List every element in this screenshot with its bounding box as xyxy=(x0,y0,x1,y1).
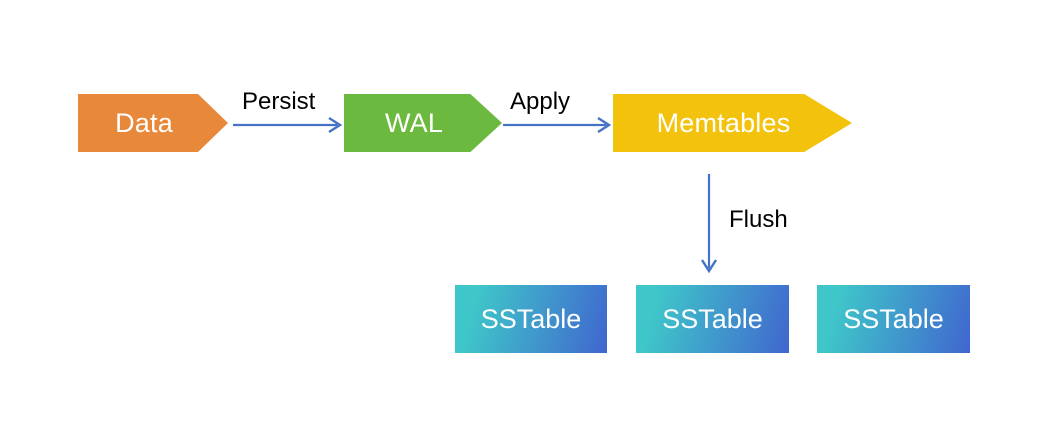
edge-flush xyxy=(700,174,718,274)
node-wal[interactable]: WAL xyxy=(344,94,502,152)
node-memtables-label: Memtables xyxy=(656,107,791,138)
edge-persist xyxy=(233,116,343,134)
node-sstable-1[interactable]: SSTable xyxy=(455,285,607,353)
node-sstable-1-label: SSTable xyxy=(480,303,582,334)
node-sstable-2-label: SSTable xyxy=(662,303,763,334)
node-wal-label: WAL xyxy=(384,107,444,138)
node-data-label: Data xyxy=(115,107,173,138)
node-data[interactable]: Data xyxy=(78,94,228,152)
node-sstable-2[interactable]: SSTable xyxy=(636,285,789,353)
node-memtables[interactable]: Memtables xyxy=(613,94,852,152)
edge-label-flush: Flush xyxy=(729,206,788,233)
edge-apply xyxy=(503,116,612,134)
node-sstable-3[interactable]: SSTable xyxy=(817,285,970,353)
edge-label-persist: Persist xyxy=(242,88,316,115)
edge-label-apply: Apply xyxy=(510,88,571,115)
node-sstable-3-label: SSTable xyxy=(843,303,944,334)
